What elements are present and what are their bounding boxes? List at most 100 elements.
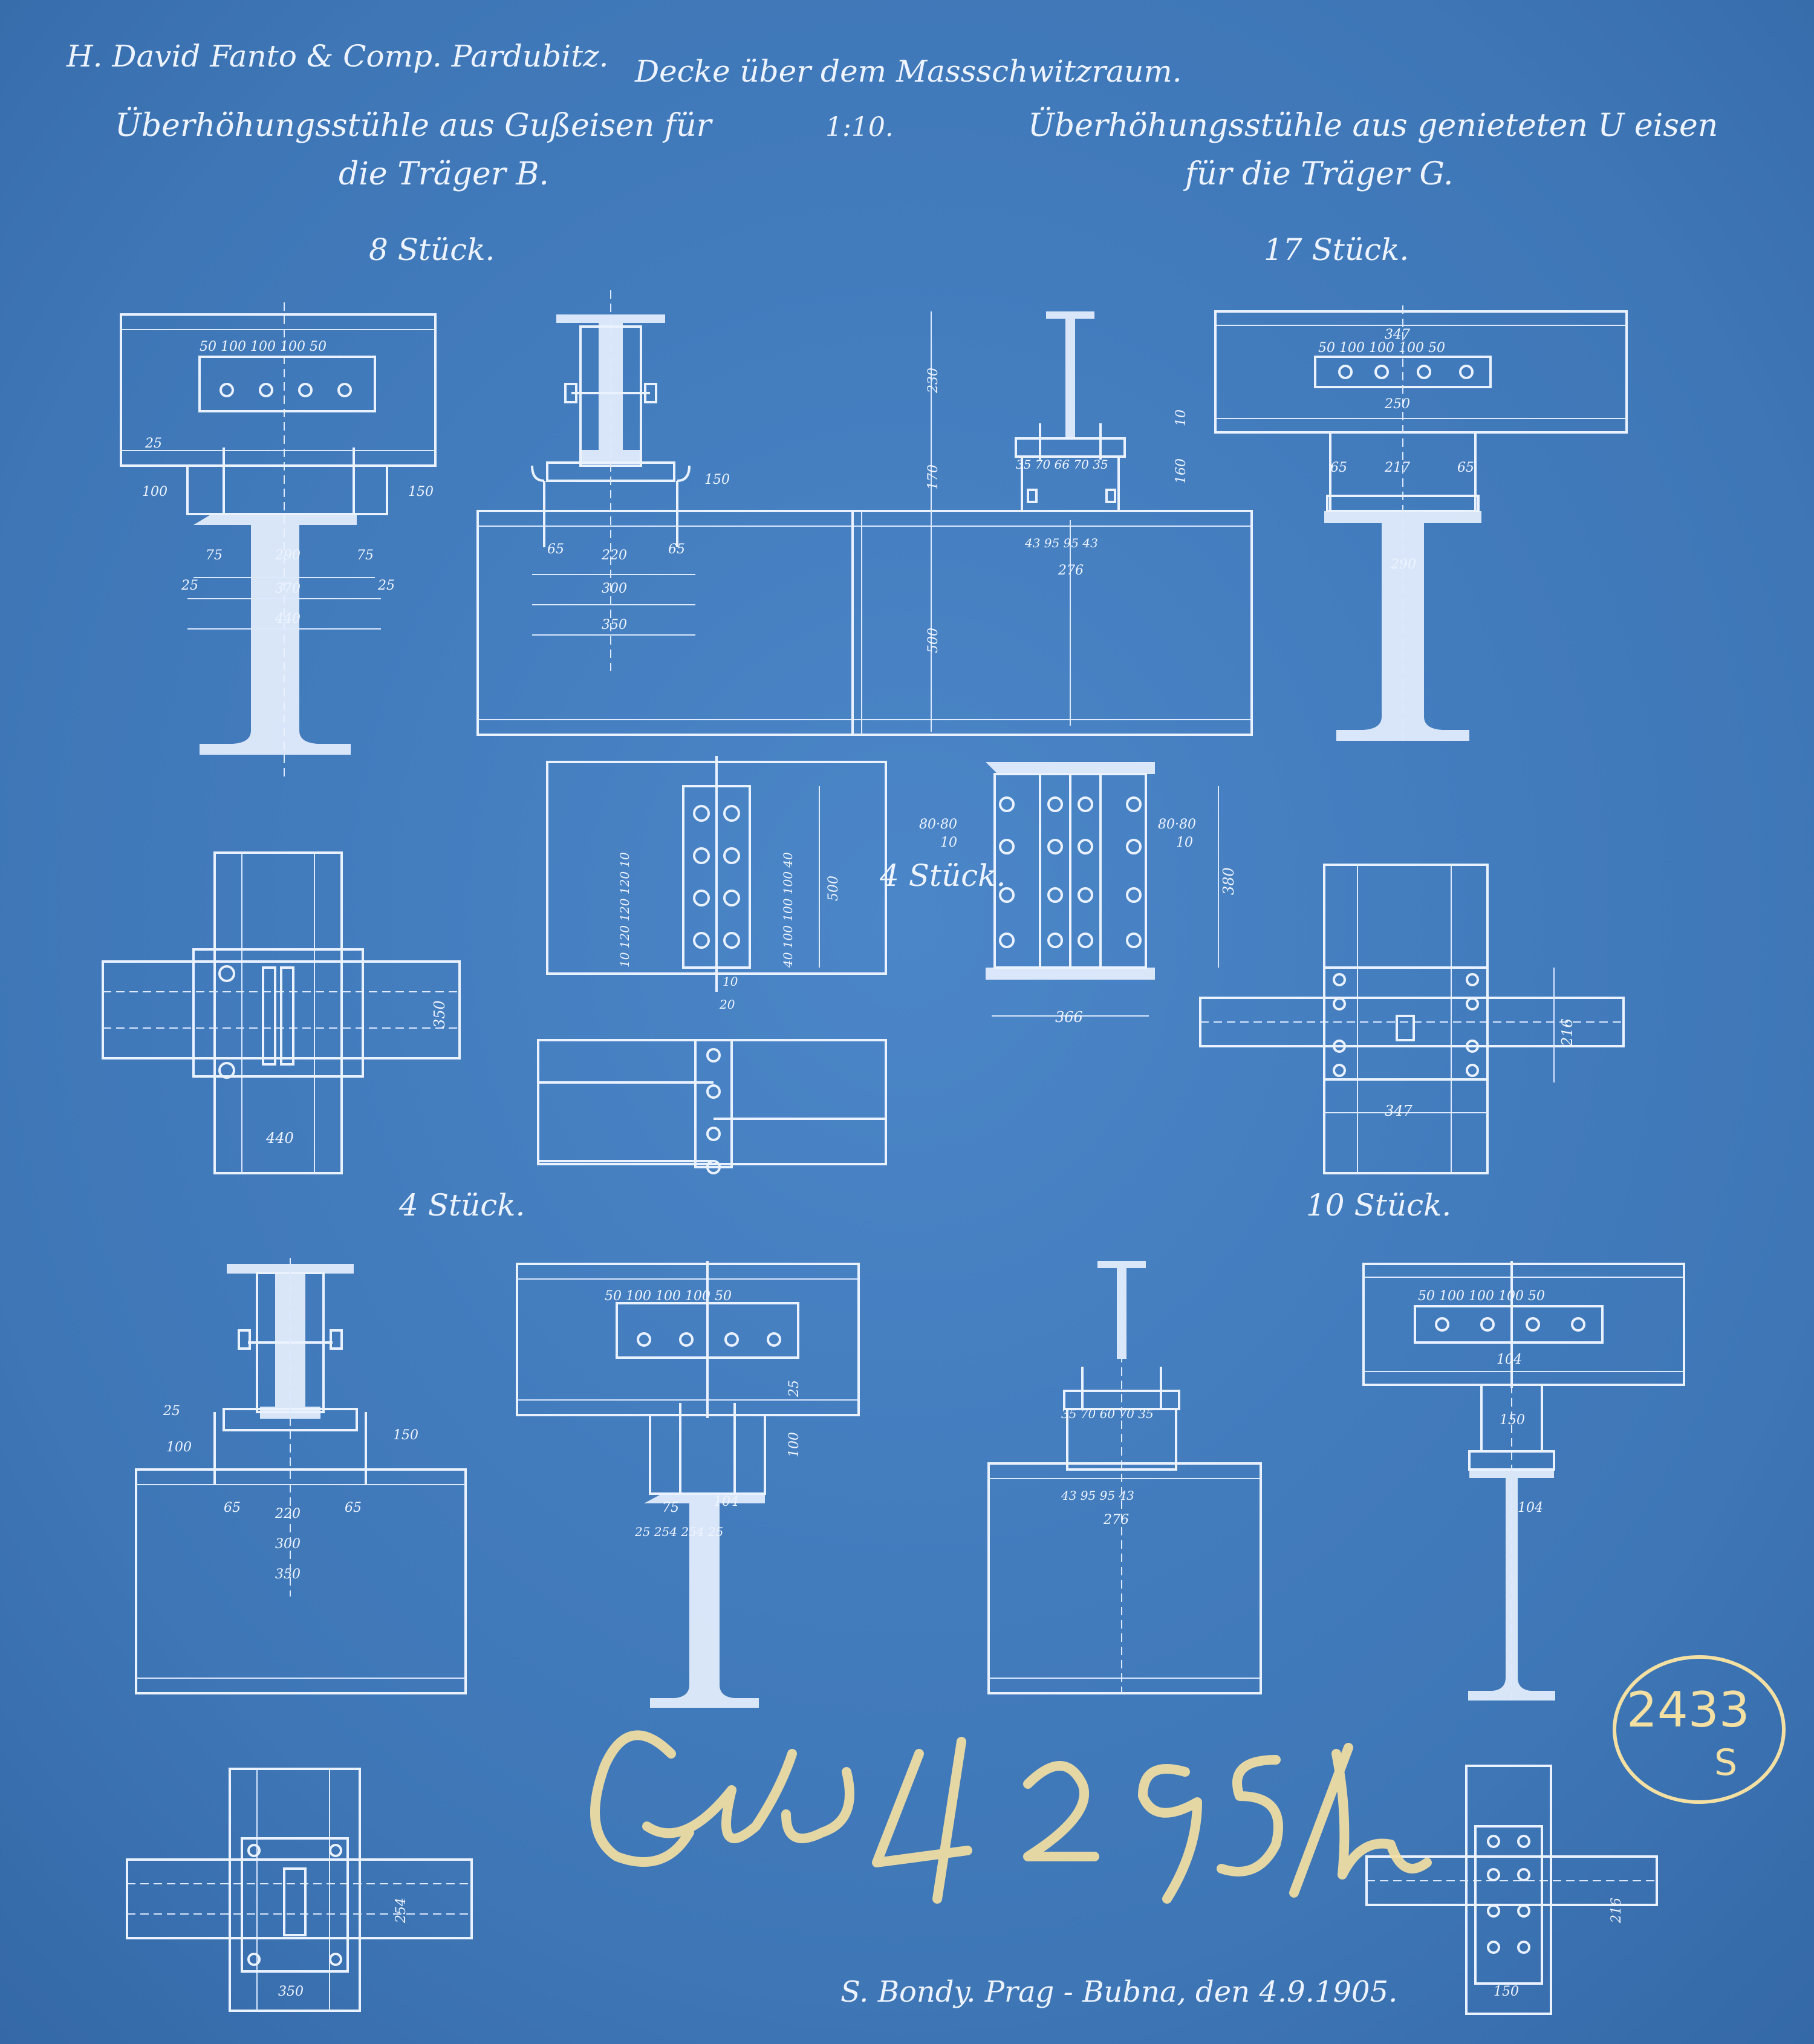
- dim-a2-150: 150: [704, 472, 730, 487]
- stamp-letter: S: [1714, 1742, 1737, 1784]
- dim-b3-380: 380: [1220, 867, 1237, 895]
- side-view-cast-iron-support-a2: 150 65 220 65 300 350: [531, 290, 730, 671]
- dim-a3-row2: 43 95 95 43: [1024, 536, 1098, 550]
- dim-d2-216: 216: [1609, 1898, 1624, 1924]
- dim-a1-bolts: 50 100 100 100 50: [200, 339, 327, 354]
- dim-a3-276: 276: [1058, 563, 1084, 578]
- dim-a3-500: 500: [926, 628, 941, 653]
- dim-c2-75: 75: [662, 1500, 679, 1515]
- dim-a3-row: 35 70 66 70 35: [1016, 457, 1108, 472]
- elevation-riveted-support-a3: 230 170 500 10 160 35 70 66 70 35 43 95 …: [926, 311, 1189, 732]
- dim-a3-170: 170: [926, 464, 941, 490]
- dim-a4-347: 347: [1385, 327, 1410, 342]
- dim-c1-65b: 65: [345, 1500, 362, 1515]
- elevation-support-c2: 50 100 100 100 50 25 100 75 104 25 254 2…: [516, 1261, 860, 1708]
- header: H. David Fanto & Comp. Pardubitz. Decke …: [66, 39, 1718, 267]
- elevation-cast-iron-support-a1: 50 100 100 100 50 25 100 150 75 290 75 2…: [120, 302, 437, 780]
- right-count: 17 Stück.: [1264, 232, 1409, 267]
- dim-b2-col2: 40 100 100 100 40: [781, 852, 795, 968]
- left-heading-line2: die Träger B.: [339, 156, 549, 192]
- count-b1: 4 Stück.: [398, 1188, 525, 1223]
- left-heading-line1: Überhöhungsstühle aus Gußeisen für: [115, 107, 714, 144]
- dim-a1-25: 25: [145, 436, 162, 451]
- dim-a1-150: 150: [408, 484, 434, 500]
- dim-b2-col: 10 120 120 120 10: [617, 852, 632, 968]
- dim-b1-350: 350: [431, 1000, 448, 1028]
- count-b4: 10 Stück.: [1306, 1188, 1451, 1223]
- dim-a4-250: 250: [1384, 397, 1410, 412]
- plan-view-d1: 254 350: [126, 1768, 473, 2012]
- dim-c4-104b: 104: [1518, 1500, 1543, 1515]
- right-heading-line2: für die Träger G.: [1183, 156, 1454, 192]
- dim-a2-65b: 65: [668, 542, 685, 557]
- dim-d1-350: 350: [278, 1984, 304, 1999]
- signature: S. Bondy. Prag - Bubna, den 4.9.1905.: [840, 1975, 1397, 2009]
- dim-c1-100: 100: [166, 1440, 192, 1455]
- crayon-archive-mark: [590, 1730, 1432, 1904]
- count-b2: 4 Stück.: [879, 858, 1006, 893]
- archive-stamp: 2433 S: [1613, 1655, 1786, 1804]
- dim-d2-150: 150: [1494, 1984, 1519, 1999]
- dim-a2-65a: 65: [547, 542, 564, 557]
- dim-c2-100: 100: [787, 1432, 802, 1457]
- dim-d1-254: 254: [394, 1898, 409, 1924]
- dim-a3-230: 230: [926, 368, 941, 394]
- dim-b2-500: 500: [826, 876, 841, 901]
- dim-b3-80a: 80·80: [919, 817, 957, 832]
- dim-c3-276: 276: [1103, 1512, 1129, 1528]
- dim-b2-20: 20: [719, 997, 735, 1012]
- dim-b3-10b: 10: [1176, 835, 1193, 850]
- dim-b3-10a: 10: [940, 835, 957, 850]
- dim-a3-10: 10: [1174, 409, 1189, 426]
- dim-c2-bolts: 50 100 100 100 50: [605, 1289, 732, 1304]
- dim-c1-220: 220: [275, 1506, 301, 1522]
- dim-a1-75b: 75: [357, 548, 374, 563]
- dim-c4-bolts: 50 100 100 100 50: [1418, 1289, 1545, 1304]
- firm-name: H. David Fanto & Comp. Pardubitz.: [66, 39, 608, 74]
- dim-c3-row2: 43 95 95 43: [1061, 1488, 1134, 1503]
- dim-a4-bolts: 50 100 100 100 50: [1318, 340, 1445, 356]
- dim-a3-160: 160: [1174, 458, 1189, 484]
- dim-b1-440: 440: [265, 1130, 294, 1147]
- dim-a1-25a: 25: [181, 578, 198, 593]
- dim-a4-217: 217: [1384, 460, 1410, 475]
- dim-a1-290: 290: [275, 548, 301, 563]
- elevation-support-c3: 35 70 60 70 35 43 95 95 43 276: [987, 1261, 1262, 1694]
- dim-a1-370: 370: [275, 581, 301, 596]
- dim-a1-100: 100: [142, 484, 167, 500]
- dim-a4-65b: 65: [1457, 460, 1474, 475]
- drawing-title: Decke über dem Massschwitzraum.: [634, 54, 1182, 89]
- right-heading-line1: Überhöhungsstühle aus genieteten U eisen: [1028, 107, 1718, 144]
- dim-a2-300: 300: [602, 581, 627, 596]
- dim-b3-80b: 80·80: [1158, 817, 1196, 832]
- dim-c1-300: 300: [275, 1537, 301, 1552]
- dim-c2-104: 104: [714, 1494, 739, 1509]
- plan-view-d2: 216 150: [1365, 1765, 1658, 2015]
- riveted-column-plan-b3: 80·80 10 80·80 10 380 366: [919, 762, 1237, 1026]
- dim-a1-75a: 75: [206, 548, 223, 563]
- scale-label: 1:10.: [825, 112, 894, 143]
- elevation-support-c1: 150 100 25 65 220 65 300 350: [135, 1258, 467, 1694]
- dim-a1-440: 440: [275, 611, 301, 627]
- plan-view-b4: 216 347 10 Stück.: [1199, 864, 1625, 1223]
- dim-a2-220: 220: [601, 548, 627, 563]
- dim-c1-150: 150: [393, 1428, 418, 1443]
- dim-c3-row: 35 70 60 70 35: [1061, 1407, 1154, 1421]
- dim-a1-25b: 25: [377, 578, 395, 593]
- dim-c2-25: 25: [787, 1380, 802, 1398]
- plan-view-b1: 350 440 4 Stück.: [102, 851, 525, 1223]
- stamp-number: 2433: [1627, 1682, 1750, 1738]
- dim-c2-row: 25 254 254 25: [634, 1525, 723, 1539]
- elevation-riveted-support-a4: 347 50 100 100 100 50 250 65 217 65 290: [1214, 305, 1628, 744]
- dim-c1-25: 25: [163, 1404, 180, 1419]
- rivets-b3: [999, 796, 1142, 948]
- dim-a4-65a: 65: [1330, 460, 1347, 475]
- dim-b4-216: 216: [1559, 1018, 1576, 1047]
- left-count: 8 Stück.: [369, 232, 495, 267]
- web-connection-detail-b2: 10 120 120 120 10 40 100 100 100 40 500 …: [546, 756, 1006, 1012]
- dim-b2-10: 10: [723, 974, 738, 989]
- dim-b3-366: 366: [1055, 1009, 1083, 1026]
- dim-c1-65a: 65: [224, 1500, 241, 1515]
